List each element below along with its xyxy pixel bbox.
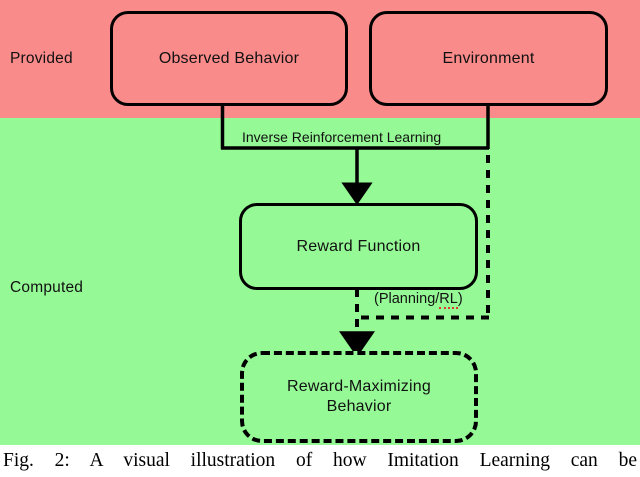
node-observed-behavior[interactable]: Observed Behavior bbox=[110, 11, 348, 106]
edge-label-planning-rl-open: (Planning/ bbox=[374, 291, 440, 307]
figure-caption-text: Fig. 2: A visual illustration of how Imi… bbox=[3, 450, 637, 471]
edge-label-planning-rl: (Planning/RL) bbox=[374, 291, 463, 309]
node-reward-function[interactable]: Reward Function bbox=[239, 203, 478, 290]
edge-label-planning-rl-rl: RL bbox=[439, 291, 458, 309]
figure-caption: Fig. 2: A visual illustration of how Imi… bbox=[0, 445, 640, 477]
node-environment[interactable]: Environment bbox=[369, 11, 608, 106]
node-observed-behavior-label: Observed Behavior bbox=[158, 49, 300, 67]
edge-label-planning-rl-close: ) bbox=[457, 291, 463, 307]
edge-label-inverse-reinforcement-learning: Inverse Reinforcement Learning bbox=[242, 129, 442, 145]
node-reward-maximizing-behavior-line1: Reward-Maximizing bbox=[287, 378, 431, 395]
band-label-provided: Provided bbox=[10, 50, 73, 67]
node-reward-maximizing-behavior[interactable]: Reward-Maximizing Behavior bbox=[240, 351, 478, 443]
band-label-computed: Computed bbox=[10, 279, 84, 296]
node-environment-label: Environment bbox=[442, 49, 535, 67]
node-reward-maximizing-behavior-line2: Behavior bbox=[326, 398, 392, 415]
node-reward-function-label: Reward Function bbox=[296, 237, 421, 255]
node-reward-maximizing-behavior-label: Reward-Maximizing Behavior bbox=[287, 377, 431, 417]
